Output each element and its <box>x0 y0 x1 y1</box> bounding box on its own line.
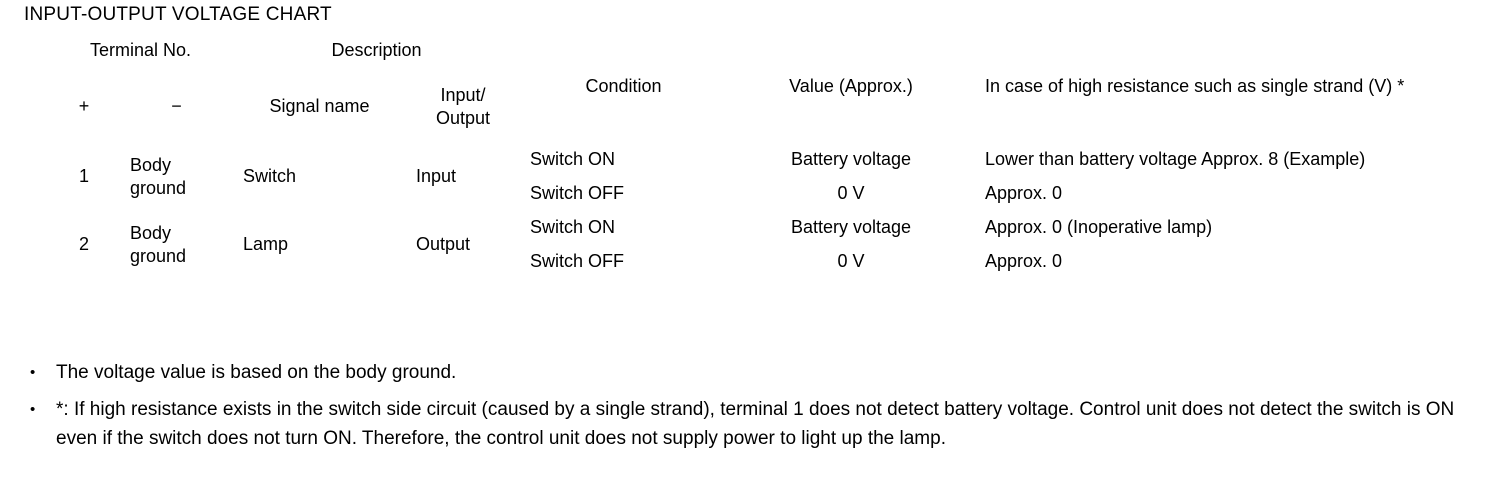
row-2-sub-2-condition-value: Switch OFF <box>530 251 625 271</box>
row-1-signal-name-value: Switch <box>243 166 297 186</box>
row-1-sub-1-high-resistance-cell: Lower than battery voltage Approx. 8 (Ex… <box>975 143 1430 177</box>
note-text: The voltage value is based on the body g… <box>56 362 457 383</box>
row-1-sub-2-high-resistance-cell: Approx. 0 <box>975 177 1430 211</box>
row-1-sub-1-value-value: Battery voltage <box>790 149 912 169</box>
row-1-sub-2-condition-cell: Switch OFF <box>520 177 727 211</box>
row-2-terminal-value: 2 <box>78 234 89 254</box>
table-header-row-top: Terminal No. Description Condition Value… <box>48 31 1430 96</box>
row-2-sub-2-high-resistance-value: Approx. 0 <box>985 251 1063 271</box>
row-1-ground-value: Body ground <box>120 149 233 206</box>
row-2-input-output-cell: Output <box>406 211 520 279</box>
row-2-signal-name-cell: Lamp <box>233 211 406 279</box>
header-minus-cell: − <box>120 71 233 143</box>
row-1-sub-1-value-cell: Battery voltage <box>727 143 975 177</box>
row-1-input-output-value: Input <box>416 166 457 186</box>
header-condition-cell: Condition <box>520 31 727 143</box>
header-plus-label: + <box>78 96 90 116</box>
header-value-cell: Value (Approx.) <box>727 31 975 143</box>
row-1-ground-line1: Body <box>130 154 172 175</box>
row-1-ground-cell: Body ground <box>120 143 233 211</box>
header-description-label: Description <box>331 40 422 60</box>
row-2-sub-1-value-cell: Battery voltage <box>727 211 975 245</box>
row-2-sub-2-value-value: 0 V <box>837 251 865 271</box>
header-high-resistance-cell: In case of high resistance such as singl… <box>975 31 1430 143</box>
table-header-row-sub: + − Signal name Input/ Output <box>48 71 1430 143</box>
page-title: INPUT-OUTPUT VOLTAGE CHART <box>24 4 332 25</box>
table-row: Switch OFF 0 V Approx. 0 <box>48 177 1430 211</box>
header-input-output-label: Input/ Output <box>406 79 520 136</box>
header-minus-label: − <box>171 96 182 116</box>
row-2-ground-line1: Body <box>130 222 172 243</box>
row-1-ground-line2: ground <box>130 177 187 198</box>
table-row: Switch OFF 0 V Approx. 0 <box>48 245 1430 279</box>
header-input-output-line2: Output <box>435 107 491 128</box>
bullet-icon: • <box>30 401 36 418</box>
table-row: 1 Body ground Switch Input Switch ON <box>48 143 1430 198</box>
list-item: • *: If high resistance exists in the sw… <box>0 395 1504 453</box>
row-2-sub-1-high-resistance-value: Approx. 0 (Inoperative lamp) <box>985 217 1213 237</box>
row-2-ground-cell: Body ground <box>120 211 233 279</box>
row-1-sub-2-value-cell: 0 V <box>727 177 975 211</box>
row-2-sub-1-condition-value: Switch ON <box>530 217 616 237</box>
row-1-terminal-value: 1 <box>78 166 89 186</box>
row-1-sub-2-value-value: 0 V <box>837 183 865 203</box>
row-1-sub-1-condition-value: Switch ON <box>530 149 616 169</box>
header-plus-cell: + <box>48 71 120 143</box>
note-text: *: If high resistance exists in the swit… <box>56 399 1455 449</box>
bullet-icon: • <box>30 364 36 381</box>
header-terminal-no-group: Terminal No. <box>48 31 233 71</box>
row-1-sub-2-condition-value: Switch OFF <box>530 183 625 203</box>
row-1-signal-name-cell: Switch <box>233 143 406 211</box>
row-2-sub-1-high-resistance-cell: Approx. 0 (Inoperative lamp) <box>975 211 1430 245</box>
row-2-sub-1-condition-cell: Switch ON <box>520 211 727 245</box>
table-row: 2 Body ground Lamp Output Switch ON <box>48 211 1430 266</box>
row-1-sub-2-high-resistance-value: Approx. 0 <box>985 183 1063 203</box>
row-2-terminal-cell: 2 <box>48 211 120 279</box>
header-input-output-line1: Input/ <box>440 84 486 105</box>
header-terminal-no-label: Terminal No. <box>89 40 192 60</box>
row-1-input-output-cell: Input <box>406 143 520 211</box>
row-2-signal-name-value: Lamp <box>243 234 289 254</box>
row-2-sub-2-high-resistance-cell: Approx. 0 <box>975 245 1430 279</box>
header-high-resistance-label: In case of high resistance such as singl… <box>985 76 1405 96</box>
row-2-sub-2-value-cell: 0 V <box>727 245 975 279</box>
row-2-input-output-value: Output <box>416 234 471 254</box>
row-2-ground-line2: ground <box>130 245 187 266</box>
row-1-sub-1-high-resistance-value: Lower than battery voltage Approx. 8 (Ex… <box>985 149 1366 169</box>
list-item: • The voltage value is based on the body… <box>0 358 1504 387</box>
row-1-sub-1-condition-cell: Switch ON <box>520 143 727 177</box>
input-output-voltage-table: Terminal No. Description Condition Value… <box>48 31 1430 279</box>
header-condition-label: Condition <box>585 76 662 96</box>
header-signal-name-label: Signal name <box>269 96 370 116</box>
row-2-sub-2-condition-cell: Switch OFF <box>520 245 727 279</box>
header-description-group: Description <box>233 31 520 71</box>
row-1-terminal-cell: 1 <box>48 143 120 211</box>
header-signal-name-cell: Signal name <box>233 71 406 143</box>
header-value-label: Value (Approx.) <box>789 76 913 96</box>
notes-list: • The voltage value is based on the body… <box>0 358 1504 461</box>
row-2-ground-value: Body ground <box>120 217 233 274</box>
header-input-output-cell: Input/ Output <box>406 71 520 143</box>
row-2-sub-1-value-value: Battery voltage <box>790 217 912 237</box>
